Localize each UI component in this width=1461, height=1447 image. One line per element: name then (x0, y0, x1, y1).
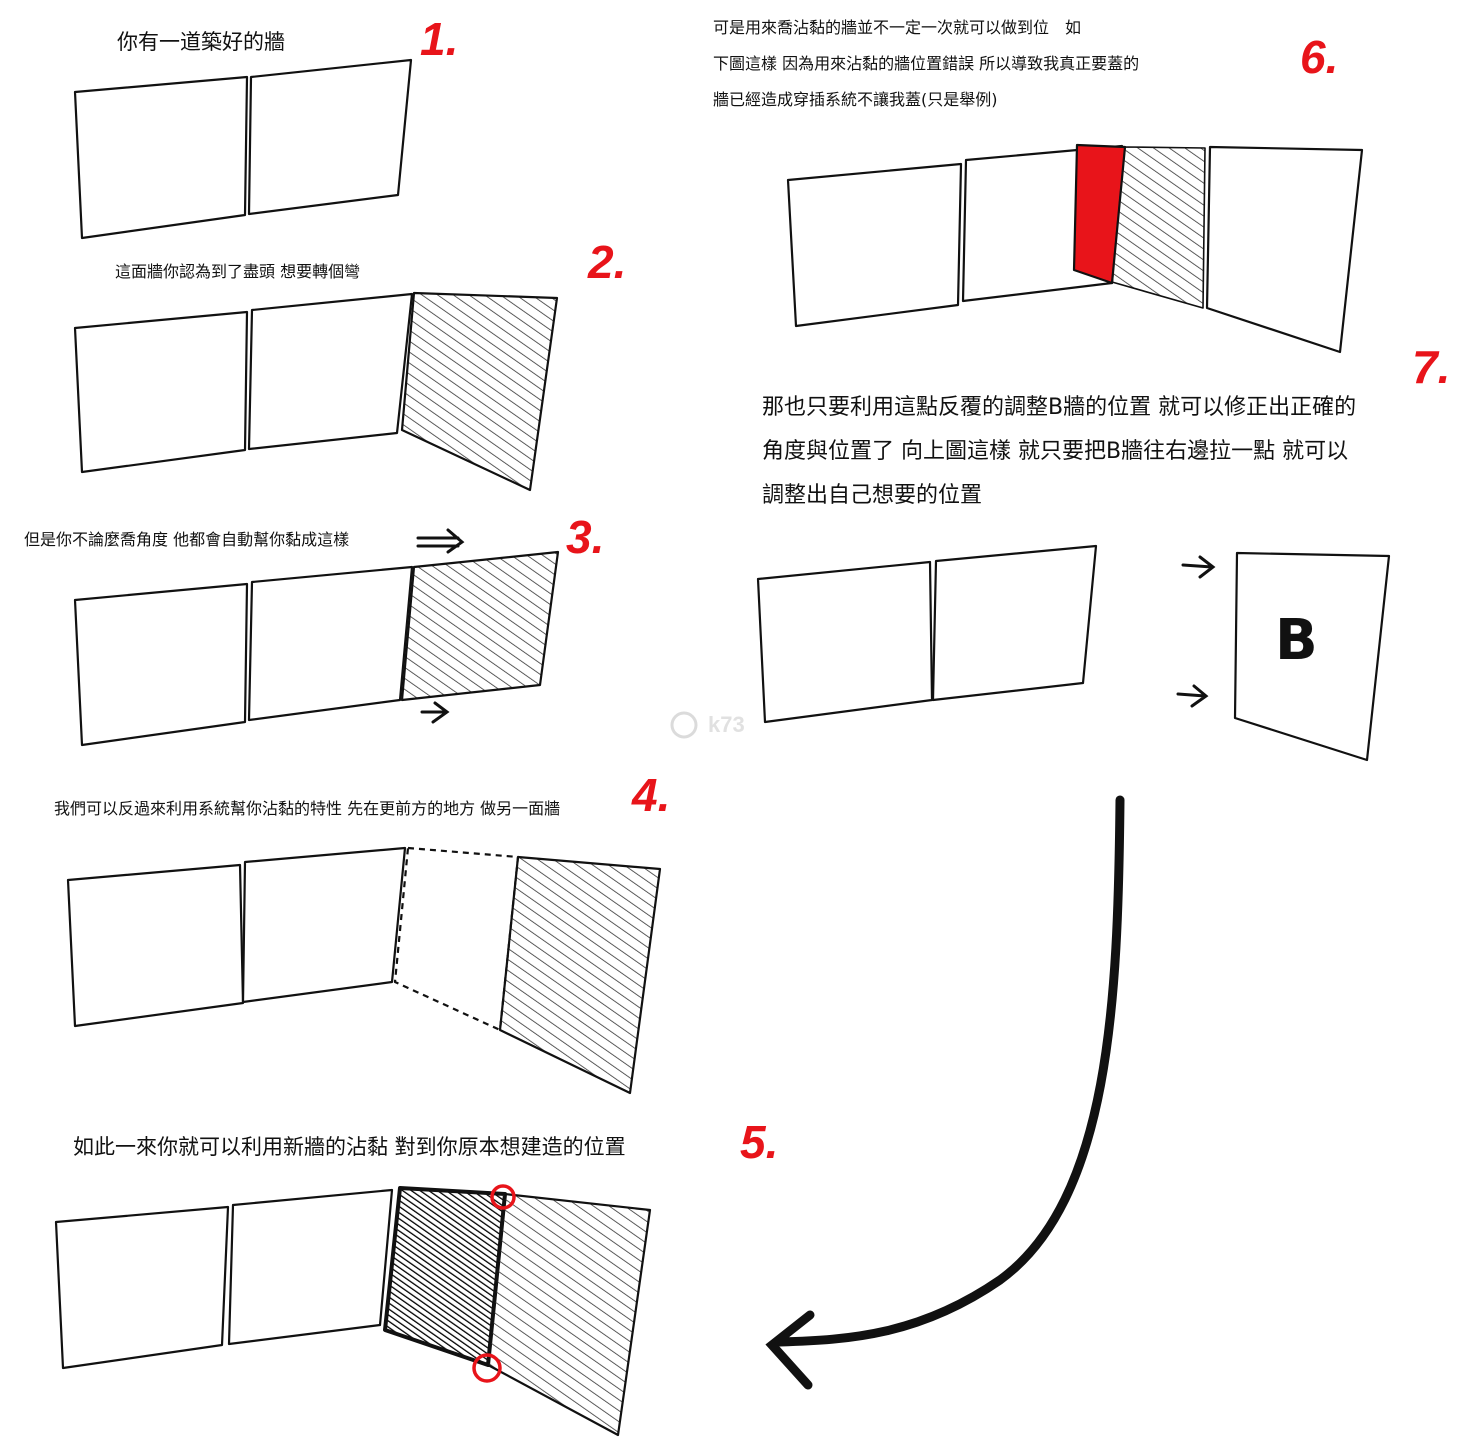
step-3-number: 3. (566, 511, 605, 563)
step-6-line: 牆已經造成穿插系統不讓我蓋(只是舉例) (713, 90, 998, 109)
wall-7b (931, 544, 1098, 702)
svg-text:k73: k73 (708, 712, 745, 737)
wall-4b (241, 846, 407, 1004)
wall-5-helper-dark (383, 1186, 507, 1367)
wall-4a (66, 863, 245, 1028)
wall-6-hatched (1111, 146, 1206, 309)
wall-2-turn-hatched (400, 291, 559, 492)
wall-1a (73, 75, 249, 240)
snap-point-circle-top (490, 1184, 516, 1210)
step-1-number: 1. (420, 13, 459, 65)
step-1-text: 你有一道築好的牆 (117, 30, 285, 54)
step-4-text: 我們可以反過來利用系統幫你沾黏的特性 先在更前方的地方 做另一面牆 (54, 799, 561, 818)
wall-b-label: B (1275, 608, 1318, 673)
wall-1b (247, 58, 413, 216)
step-6-line: 可是用來喬沾黏的牆並不一定一次就可以做到位 如 (713, 18, 1082, 37)
arrow-icon (420, 701, 450, 724)
step-7-line: 角度與位置了 向上圖這樣 就只要把B牆往右邊拉一點 就可以 (762, 439, 1349, 464)
wall-b (1233, 551, 1391, 762)
step-7-line: 那也只要利用這點反覆的調整B牆的位置 就可以修正出正確的 (762, 395, 1357, 420)
watermark-logo: k73 (670, 711, 745, 739)
wall-2a (73, 310, 249, 474)
step-2-text: 這面牆你認為到了盡頭 想要轉個彎 (115, 262, 361, 281)
arrow-icon (1176, 684, 1209, 708)
wall-6a (786, 162, 963, 328)
wall-5b (227, 1188, 394, 1346)
wall-5a (54, 1205, 230, 1370)
curved-arrow-icon (765, 795, 1125, 1390)
wall-7a (756, 560, 934, 724)
step-7-number: 7. (1412, 341, 1451, 393)
step-3-text: 但是你不論麼喬角度 他都會自動幫你黏成這樣 (24, 530, 350, 549)
step-6-number: 6. (1300, 31, 1339, 83)
wall-4-dashed-helper (393, 846, 520, 1032)
step-2-number: 2. (588, 236, 627, 288)
snap-point-circle-bottom (472, 1353, 502, 1383)
step-5-text: 如此一來你就可以利用新牆的沾黏 對到你原本想建造的位置 (73, 1135, 626, 1159)
wall-6-red-overlap (1072, 143, 1127, 285)
wall-3a (73, 582, 249, 747)
step-7-line: 調整出自己想要的位置 (762, 483, 983, 508)
wall-3b (247, 565, 414, 722)
wall-5-target-hatched (486, 1192, 652, 1437)
step-6-line: 下圖這樣 因為用來沾黏的牆位置錯誤 所以導致我真正要蓋的 (713, 54, 1140, 73)
wall-4-hatched (498, 855, 662, 1095)
wall-6-right (1205, 145, 1364, 354)
step-5-number: 5. (740, 1116, 779, 1168)
wall-2b (247, 292, 414, 451)
step-4-number: 4. (632, 769, 671, 821)
step-6-text: 可是用來喬沾黏的牆並不一定一次就可以做到位 如 下圖這樣 因為用來沾黏的牆位置錯… (713, 10, 1139, 118)
step-7-text: 那也只要利用這點反覆的調整B牆的位置 就可以修正出正確的 角度與位置了 向上圖這… (762, 386, 1356, 518)
wall-3-snapped-hatched (400, 550, 560, 702)
arrow-icon (416, 528, 465, 554)
arrow-icon (1181, 555, 1216, 579)
